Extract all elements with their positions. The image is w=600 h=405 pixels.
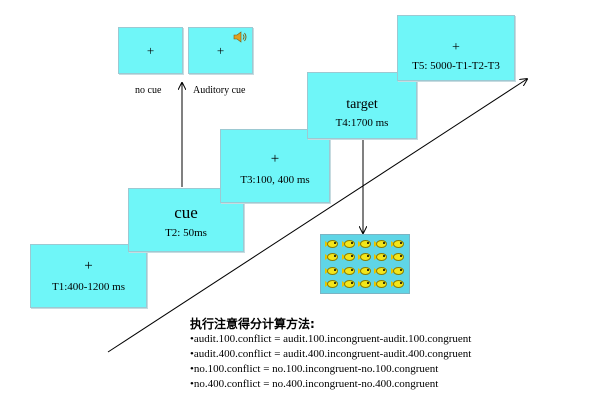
notes-heading: 执行注意得分计算方法: [190,317,315,331]
fish-icon [325,253,339,262]
screen-t3-duration: T3:100, 400 ms [240,174,310,186]
screen-t4-target: target T4:1700 ms [307,72,417,139]
notes-line: •no.400.conflict = no.400.incongruent-no… [190,378,439,390]
fish-icon [341,280,356,289]
fish-icon [390,280,405,289]
fish-icon [357,266,372,275]
notes-line: •no.100.conflict = no.100.incongruent-no… [190,363,439,375]
no-cue-screen: + [118,27,183,74]
fish-icon [390,253,405,262]
fish-icon [374,266,388,275]
fixation-cross: + [270,151,280,167]
target-word: target [346,97,378,112]
fish-icon [325,280,339,289]
notes-line: •audit.100.conflict = audit.100.incongru… [190,333,472,345]
fish-icon [374,280,388,289]
notes-line: •audit.400.conflict = audit.400.incongru… [190,348,472,360]
fish-icon [341,239,356,248]
fish-icon [390,266,405,275]
fish-icon [357,253,372,262]
fish-icon [374,253,388,262]
fish-icon [325,239,339,248]
no-cue-caption: no cue [135,85,162,96]
target-stimulus-array [320,234,410,294]
screen-t5-fixation: + T5: 5000-T1-T2-T3 [397,15,515,81]
screen-t1-duration: T1:400-1200 ms [51,281,126,293]
fish-icon [325,266,339,275]
screen-t1-fixation: + T1:400-1200 ms [30,244,147,308]
auditory-cue-caption: Auditory cue [193,85,246,96]
fixation-cross: + [84,258,93,274]
scoring-notes: 执行注意得分计算方法: •audit.100.conflict = audit.… [190,316,471,392]
fixation-cross: + [452,40,460,55]
fish-icon [390,239,405,248]
fish-icon [374,239,388,248]
fish-icon [357,280,372,289]
screen-t4-duration: T4:1700 ms [335,117,389,129]
fixation-cross: + [146,43,155,58]
cue-word: cue [174,203,198,222]
screen-t3-fixation: + T3:100, 400 ms [220,129,330,203]
fixation-cross: + [216,43,225,58]
fish-icon [341,266,356,275]
fish-icon [341,253,356,262]
timeline-arrow [107,79,527,353]
speaker-icon [233,31,247,43]
auditory-cue-screen: + [188,27,253,74]
screen-t2-duration: T2: 50ms [165,227,207,239]
screen-t5-duration: T5: 5000-T1-T2-T3 [412,60,500,72]
fish-icon [357,239,372,248]
